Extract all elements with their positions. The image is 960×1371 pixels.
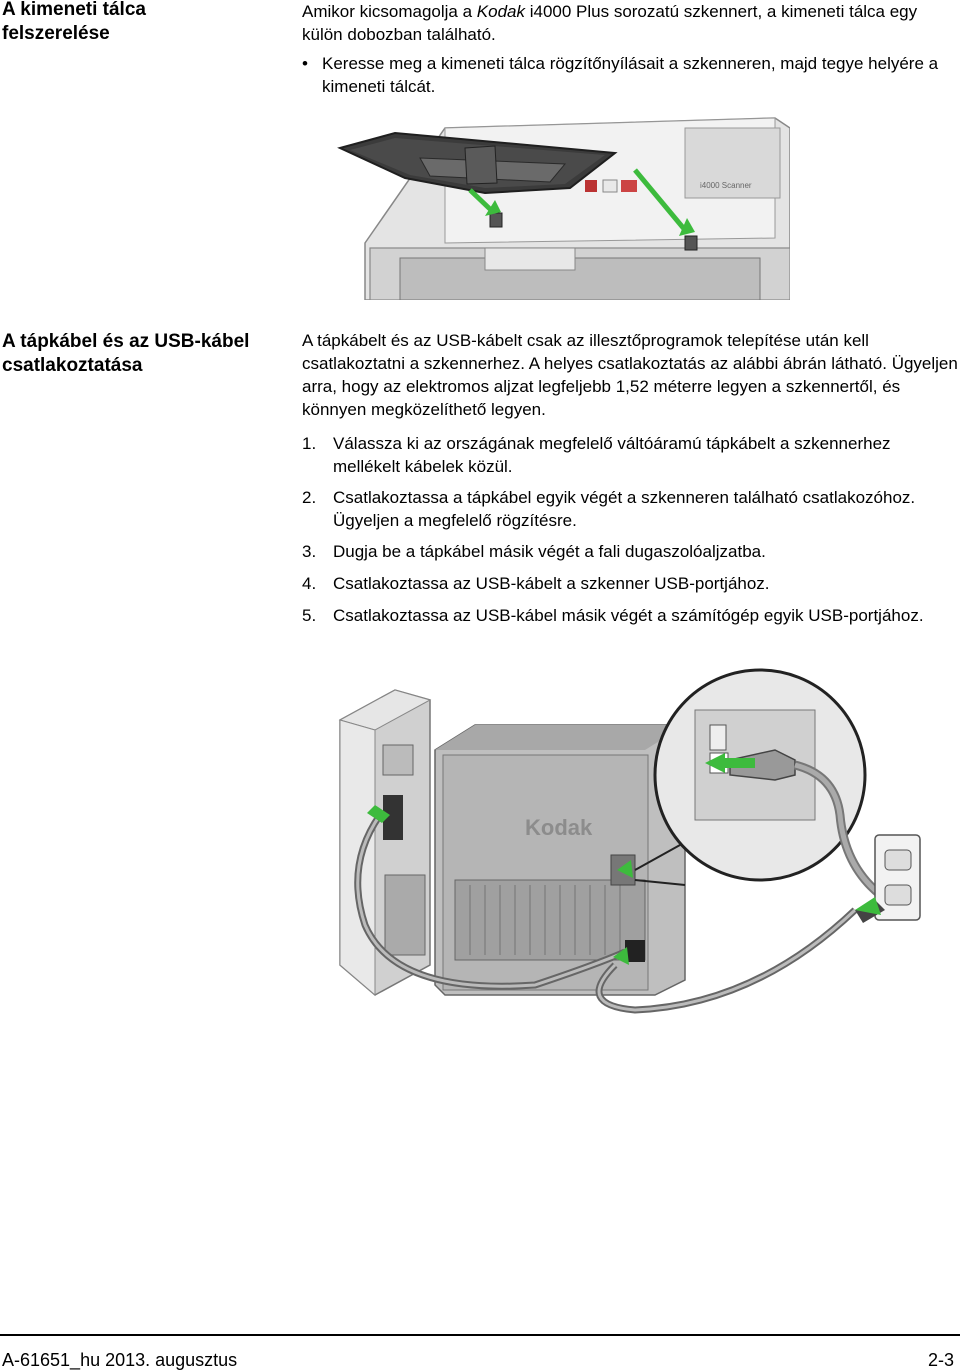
bullet-marker: • [302, 54, 308, 73]
footer-doc-id: A-61651_hu 2013. augusztus [2, 1350, 238, 1370]
connection-illustration: Kodak [338, 668, 921, 1014]
brand-label: Kodak [525, 815, 593, 840]
list-item: 4.Csatlakoztassa az USB-kábelt a szkenne… [302, 574, 770, 593]
output-tray-illustration: i4000 Scanner [337, 117, 790, 300]
power-usb-paragraph: A tápkábelt és az USB-kábelt csak az ill… [302, 331, 958, 419]
list-item: 1.Válassza ki az országának megfelelő vá… [302, 434, 891, 476]
scanner-model-label: i4000 Scanner [700, 181, 752, 190]
list-item: 3.Dugja be a tápkábel másik végét a fali… [302, 542, 766, 561]
page-footer: A-61651_hu 2013. augusztus 2-3 [0, 1334, 960, 1371]
section-heading-output-tray: A kimeneti tálca felszerelése [2, 0, 146, 44]
section-heading-power-usb: A tápkábel és az USB-kábel csatlakoztatá… [2, 331, 250, 376]
list-item: 2.Csatlakoztassa a tápkábel egyik végét … [302, 488, 916, 530]
steps-list: 1.Válassza ki az országának megfelelő vá… [302, 432, 958, 627]
bullet-instruction: Keresse meg a kimeneti tálca rögzítőnyíl… [322, 54, 939, 96]
list-item: 5.Csatlakoztassa az USB-kábel másik végé… [302, 606, 924, 625]
intro-paragraph: Amikor kicsomagolja a Kodak i4000 Plus s… [302, 2, 918, 44]
footer-page-number: 2-3 [927, 1350, 954, 1370]
